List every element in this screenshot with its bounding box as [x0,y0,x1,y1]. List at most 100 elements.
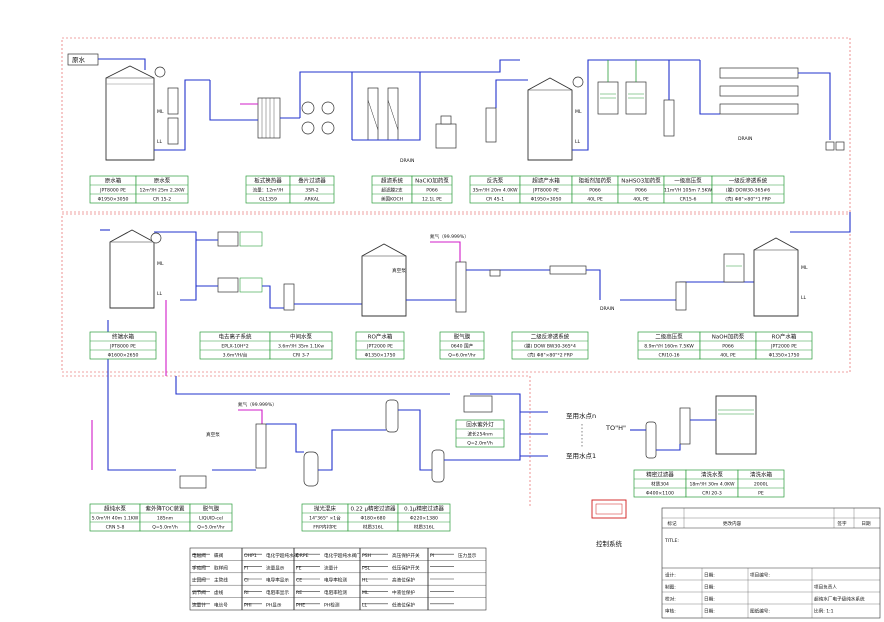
spec-line-2: Q=5.0m³/h [152,524,178,530]
spec-line-2: 材质316L [414,523,435,530]
legend-cell: OHP1 [244,553,257,559]
spec-line-1: P066 [635,187,647,193]
spec-cell: 二级反渗透系统(膜) DOW BW30-365*4(壳) Φ8"×80"*2 F… [511,331,589,360]
legend-cell: 电阻率检测 [324,589,347,596]
spec-name: 二级高压泵 [655,332,683,340]
spec-line-2: CRI10-16 [658,352,679,358]
spec-line-2: CRI 20-3 [702,490,722,496]
backwash-pump [485,107,497,143]
spec-line-1: 波长254nm [467,430,493,437]
legend-cell: 电化学超纯水阀 [266,552,299,559]
svg-text:LL: LL [157,139,163,145]
legend-cell: 虚线 [214,589,224,596]
pipe-ro1-to-row2 [790,212,851,233]
ro-membrane-2a [549,265,587,275]
filter-022 [385,399,399,433]
frame-polish [62,375,531,508]
legend-cell: PHE [296,603,305,609]
legend-cell: 低压保护开关 [392,564,420,571]
spec-line-1: P066 [426,187,438,193]
legend-cell: PSL [362,565,371,571]
spec-line-1: 超滤膜2支 [381,186,403,193]
legend-cell: 流量显示 [266,564,285,571]
instrument-icon [825,141,835,151]
spec-line-1: JPT2000 PE [366,343,393,349]
spec-name: 清洗水箱 [750,470,773,478]
legend-cell: LL [362,603,368,609]
clean-pump [679,407,691,445]
legend-cell: 流量计 [192,602,206,609]
spec-line-1: 14"365" ×1台 [309,514,341,521]
control-system-icon [591,499,627,519]
spec-line-1: 流量：12m³/H [253,186,284,193]
titleblock-cell: 日期: [704,573,715,579]
pipe-source [98,58,146,70]
pressure-gauge-icon [150,232,162,244]
titleblock-cell: 日期: [704,585,715,591]
spec-name: 阻垢剂加药泵 [578,176,612,184]
spec-line-1: 3.6m³/H 35m 1.1Kw [278,343,324,349]
spec-name: RO产水箱 [368,332,393,340]
edi-module-2 [217,277,263,293]
spec-line-2: CR 45-1 [486,196,504,202]
spec-name: NaClO加药泵 [415,176,449,184]
spec-line-2: CR15-6 [680,196,697,202]
legend-cell: ORPE [296,553,309,559]
spec-name: 脱气膜 [203,504,220,512]
hp-pump-2 [675,281,687,311]
legend-cell: PI [430,553,434,559]
spec-line-2: GL1359 [259,196,277,202]
spec-name: 清洗水泵 [701,470,724,478]
spec-line-1: 2000L [754,481,769,487]
ro2-drain-label: DRAIN [600,306,614,312]
spec-line-1: JPT8000 PE [109,343,136,349]
spec-line-1: 11m³/H 105m 7.5KW [664,187,712,193]
pressure-gauge-icon [572,76,584,88]
spec-line-2: CRI 3-7 [293,352,310,358]
water-point-1: 至用水点1 [566,451,596,460]
edi-module-1 [217,231,263,247]
legend-cell: 电阻率显示 [266,589,289,596]
clean-filter [645,421,657,459]
legend-cell: CI [244,578,249,584]
titleblock-cell: 审核: [665,608,676,615]
titleblock-cell: 图纸编号: [750,608,770,615]
spec-line-1: JPT8000 PE [532,187,559,193]
terminal-water-tank: ML LL [109,229,164,309]
legend-cell: HL [362,578,368,584]
spec-line-2: (壳) Φ8"×80"*2 FRP [527,351,573,358]
spec-line-2: FRP内衬PE [313,523,337,530]
nitrogen-2-label: 氮气（99.999%） [238,401,277,408]
nitrogen-label: 氮气（99.999%） [430,233,469,240]
spec-name: 终端水箱 [112,332,135,340]
spec-line-2: CR 15-2 [153,196,171,202]
spec-line-2: Φ1950×3050 [98,196,129,202]
pipe-raw-out [154,79,210,151]
spec-line-1: (膜) DOW BW30-365*4 [524,342,576,349]
uf-system [367,87,399,141]
svg-text:ML: ML [157,261,164,267]
spec-name: 板式换热器 [254,176,282,184]
titleblock-cell: 项目编号: [750,572,770,579]
titleblock-cell: 制图: [665,584,676,591]
vacuum-pump-label: 真空泵 [392,267,406,274]
water-point-n: 至用水点n [566,411,596,420]
pipe-uf-out [572,59,700,151]
titleblock-cell: 日期: [704,597,715,603]
legend-cell: 电化学超纯水阀门 [324,552,361,559]
spec-line-1: P066 [589,187,601,193]
hp-pump-1 [663,99,675,137]
